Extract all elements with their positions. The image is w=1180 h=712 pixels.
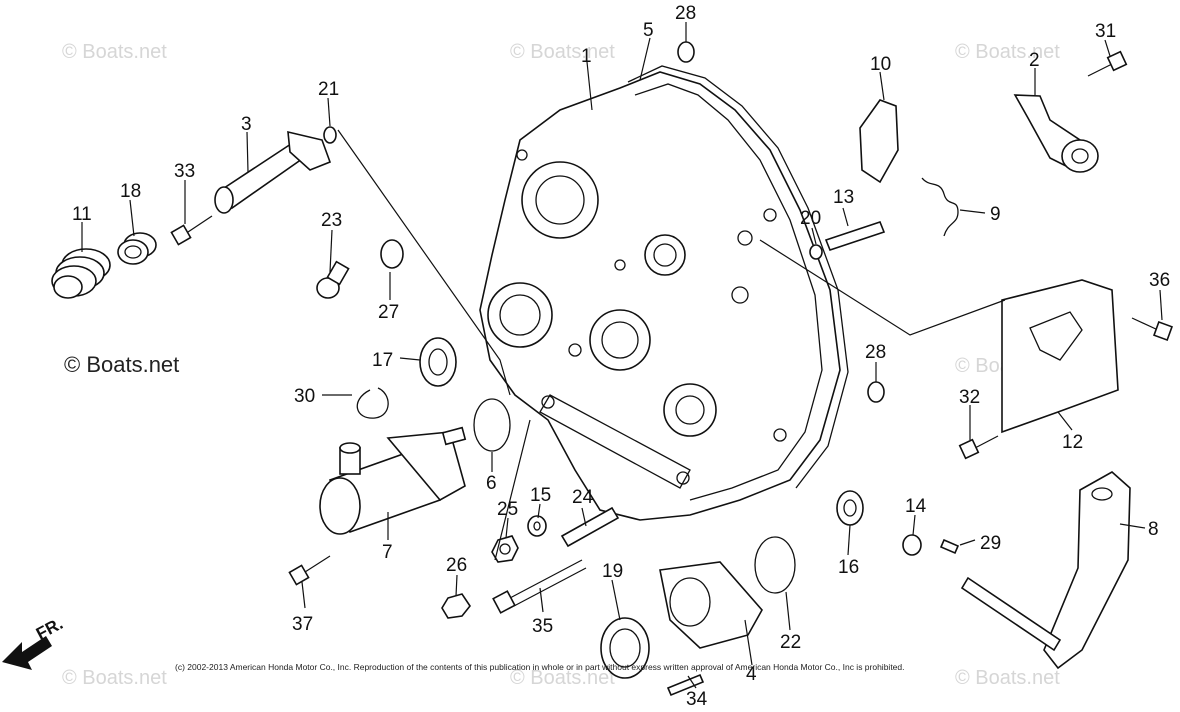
callout-5: 5 (643, 20, 654, 41)
callout-3: 3 (241, 114, 252, 135)
callout-6: 6 (486, 473, 497, 494)
lever-part-10 (859, 99, 899, 184)
front-direction-arrow: FR. (2, 614, 66, 670)
shaft-part-3 (214, 130, 332, 214)
callout-21: 21 (318, 79, 339, 100)
leader-lines (81, 22, 1163, 689)
callout-12: 12 (1062, 432, 1083, 453)
bolt-part-36 (1131, 317, 1173, 341)
bolt-part-35 (492, 559, 587, 614)
front-direction-label: FR. (33, 614, 66, 644)
housing-part-4 (659, 561, 763, 649)
callout-32: 32 (959, 387, 980, 408)
cap-part-14 (902, 534, 922, 556)
nut-part-25 (491, 535, 519, 563)
callout-24: 24 (572, 487, 594, 508)
oring-part-6 (473, 398, 511, 452)
circlip-part-30 (356, 387, 389, 419)
callout-29: 29 (980, 533, 1001, 554)
callout-34: 34 (686, 689, 708, 710)
washer-part-20 (809, 244, 823, 260)
stud-part-24 (560, 506, 620, 548)
bearing-part-19 (600, 617, 650, 679)
callout-labels: 1 2 3 4 5 6 7 8 9 10 11 12 13 14 15 16 1… (72, 3, 1170, 710)
callout-18: 18 (120, 181, 141, 202)
washer-part-15 (527, 515, 547, 537)
callout-10: 10 (870, 54, 891, 75)
callout-35: 35 (532, 616, 553, 637)
washer-part-27 (380, 239, 404, 269)
gasket-outline (627, 65, 849, 489)
callout-11: 11 (72, 204, 92, 225)
callout-30: 30 (294, 386, 315, 407)
watermark-left-label: © Boats.net (64, 352, 179, 377)
bolt-part-32 (958, 435, 999, 460)
gear-case-housing (479, 71, 841, 521)
callout-1: 1 (581, 46, 592, 67)
bolt-part-34 (666, 673, 705, 697)
spring-part-9 (921, 177, 959, 237)
callout-17: 17 (372, 350, 393, 371)
callout-31: 31 (1095, 21, 1116, 42)
callout-4: 4 (746, 664, 757, 685)
watermark-top-right: © Boats.net (955, 41, 1060, 63)
callout-37: 37 (292, 614, 313, 635)
boot-part-11 (51, 248, 111, 299)
watermark-bottom-center: © Boats.net (510, 667, 615, 689)
plug-part-23 (316, 260, 350, 299)
shift-lever-part-8 (960, 471, 1131, 670)
collar-part-18 (117, 232, 157, 265)
arm-part-2 (1013, 94, 1099, 173)
callout-9: 9 (990, 204, 1001, 225)
arrow-icon (2, 636, 52, 670)
callout-20: 20 (800, 208, 821, 229)
callout-27: 27 (378, 302, 399, 323)
oring-part-22 (754, 536, 796, 594)
callout-28-top: 28 (675, 3, 696, 24)
callout-23: 23 (321, 210, 342, 231)
dowel-part-28-top (677, 41, 695, 63)
callout-26: 26 (446, 555, 467, 576)
callout-25: 25 (497, 499, 518, 520)
dowel-part-28-mid (867, 381, 885, 403)
seal-part-17 (419, 337, 457, 387)
callout-33: 33 (174, 161, 195, 182)
callout-15: 15 (530, 485, 551, 506)
bolt-part-37 (288, 555, 331, 586)
bolt-part-31 (1087, 50, 1128, 77)
callout-13: 13 (833, 187, 854, 208)
bearing-part-16 (836, 490, 864, 526)
callout-19: 19 (602, 561, 623, 582)
watermark-top-center: © Boats.net (510, 41, 615, 63)
callout-22: 22 (780, 632, 801, 653)
nut-part-26 (441, 593, 471, 619)
callout-2: 2 (1029, 50, 1040, 71)
watermark-bottom-left: © Boats.net (62, 667, 167, 689)
callout-36: 36 (1149, 270, 1170, 291)
stud-part-13 (824, 221, 886, 251)
bolt-part-33 (170, 215, 213, 246)
plate-part-12 (1001, 279, 1119, 434)
callout-8: 8 (1148, 519, 1159, 540)
watermark-top-left: © Boats.net (62, 41, 167, 63)
copyright-notice: (c) 2002-2013 American Honda Motor Co., … (175, 662, 905, 672)
washer-part-21 (323, 126, 337, 144)
pin-part-29 (939, 538, 960, 555)
callout-16: 16 (838, 557, 859, 578)
cylinder-part-7 (319, 426, 467, 535)
callout-28-mid: 28 (865, 342, 886, 363)
callout-7: 7 (382, 542, 393, 563)
watermark-bottom-right: © Boats.net (955, 667, 1060, 689)
callout-14: 14 (905, 496, 927, 517)
